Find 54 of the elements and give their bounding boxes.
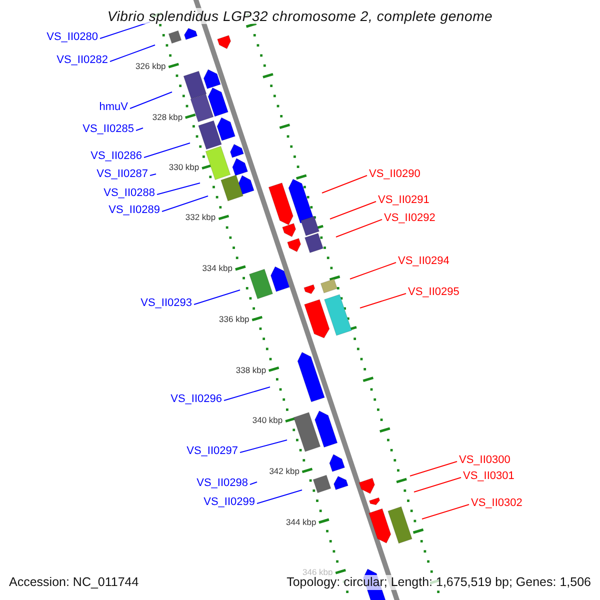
scale-label: 334 kbp [202,263,232,273]
leader-line [330,201,376,220]
gene-label: VS_II0302 [471,497,522,510]
scale-label: 340 kbp [252,415,283,425]
gene-label: VS_II0289 [108,204,160,217]
genome-summary-text: Topology: circular; Length: 1,675,519 bp; Genes: 1,506 [286,575,591,590]
leader-line [130,92,172,109]
leader-line [256,490,302,504]
leader-line [136,128,144,131]
leader-line [156,182,200,195]
gene-label: VS_II0288 [104,187,155,200]
gene-label: VS_II0290 [369,168,420,181]
gene-label: VS_II0285 [82,123,134,136]
gene-label: VS_II0293 [140,297,192,310]
gene-label: VS_II0295 [408,286,460,299]
gene-label: VS_II0301 [463,470,514,483]
gene-label: VS_II0294 [398,255,450,268]
scale-label: 344 kbp [286,517,316,527]
gene-label: VS_II0286 [90,150,142,163]
scale-label: 342 kbp [269,466,300,476]
leader-line [224,386,270,401]
gene-label: VS_II0282 [56,54,108,67]
leader-line [414,477,462,492]
leader-line [350,262,396,280]
gene-label: VS_II0291 [378,194,430,207]
scale-label: 346 kbp [302,567,333,577]
leader-line [110,44,156,62]
gene-label: VS_II0297 [186,445,238,458]
accession-text: Accession: NC_011744 [9,575,139,590]
scale-label: 328 kbp [152,112,183,122]
gene-label: VS_II0298 [196,477,248,490]
scale-label: 326 kbp [136,61,166,71]
leader-line [240,440,288,453]
scale-label: 332 kbp [185,212,216,222]
gene-label: VS_II0280 [46,31,98,44]
leader-line [360,293,406,308]
gene-label: VS_II0292 [384,212,436,225]
gene-label: hmuV [99,101,128,114]
leader-line [194,290,240,305]
leader-line [162,196,208,212]
leader-line [250,482,258,485]
gene-label: VS_II0300 [459,454,510,467]
gene-label: VS_II0299 [204,496,255,509]
leader-line [410,461,458,476]
gene-label: VS_II0296 [170,393,222,406]
scale-label: 330 kbp [168,162,200,172]
leader-line [150,174,156,176]
leader-line [336,219,382,238]
scale-label: 336 kbp [219,314,250,324]
leader-line [144,142,190,158]
scale-label: 338 kbp [236,365,266,375]
leader-line [322,175,368,194]
gene-label: VS_II0287 [96,168,148,181]
leader-line [422,504,470,520]
